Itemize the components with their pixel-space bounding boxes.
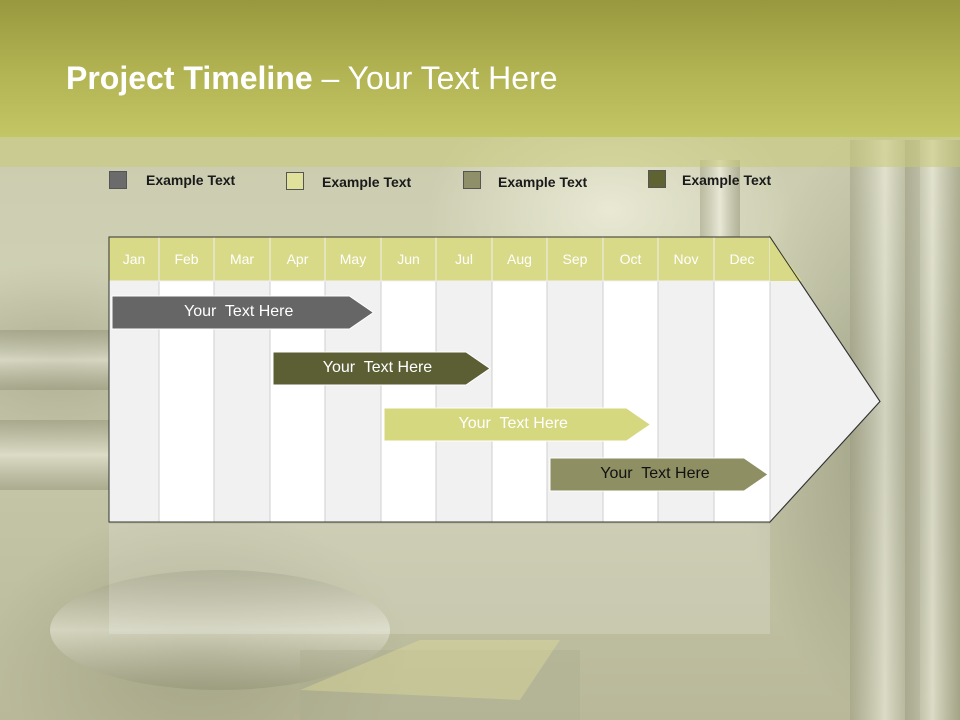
month-label-jun: Jun (397, 251, 420, 267)
month-header-cell-oct (602, 236, 659, 282)
month-header-cell-may (324, 236, 382, 282)
title-bold: Project Timeline (66, 60, 313, 96)
month-label-jul: Jul (455, 251, 473, 267)
chart-reflection (109, 524, 770, 634)
month-label-jan: Jan (122, 251, 146, 267)
task-label-1: Your Text Here (183, 303, 294, 320)
task-bar-2 (272, 351, 491, 386)
title-rest: – Your Text Here (312, 60, 558, 96)
legend-label-2: Example Text (322, 174, 412, 190)
task-label-3: Your Text Here (458, 415, 568, 432)
task-label-4: Your Text Here (600, 465, 710, 482)
legend-label-1: Example Text (146, 172, 236, 188)
month-header-cell-aug (491, 236, 548, 282)
month-header-cell-feb (158, 236, 215, 282)
month-label-nov: Nov (673, 251, 699, 267)
month-header-cell-mar (213, 236, 271, 282)
legend-swatch-2 (286, 172, 304, 190)
header-sub-band (0, 137, 960, 167)
legend-swatch-1 (109, 171, 127, 189)
task-label-2: Your Text Here (322, 359, 433, 376)
legend-label-4: Example Text (682, 172, 772, 188)
page-title: Project Timeline – Your Text Here (66, 60, 558, 97)
legend-swatch-3 (463, 171, 481, 189)
month-label-sep: Sep (562, 251, 588, 267)
month-label-may: May (339, 251, 367, 267)
timeline-outline (108, 236, 881, 523)
legend-label-3: Example Text (498, 174, 588, 190)
month-label-oct: Oct (619, 251, 642, 267)
month-column-aug (491, 236, 548, 523)
month-label-apr: Apr (286, 251, 309, 267)
month-column-mar (213, 236, 271, 523)
month-header-cell-jan (108, 236, 160, 282)
month-header-cell-sep (546, 236, 604, 282)
task-bar-4 (549, 457, 769, 492)
month-label-aug: Aug (507, 251, 532, 267)
month-label-mar: Mar (229, 251, 255, 267)
month-column-feb (158, 236, 215, 523)
month-label-dec: Dec (729, 251, 755, 267)
task-bar-3 (383, 407, 652, 442)
month-header-arrow (770, 237, 802, 281)
header-band: Project Timeline – Your Text Here (0, 0, 960, 137)
month-column-jan (108, 236, 160, 523)
month-label-feb: Feb (174, 251, 199, 267)
task-bar-1 (111, 295, 375, 330)
legend-swatch-4 (648, 170, 666, 188)
